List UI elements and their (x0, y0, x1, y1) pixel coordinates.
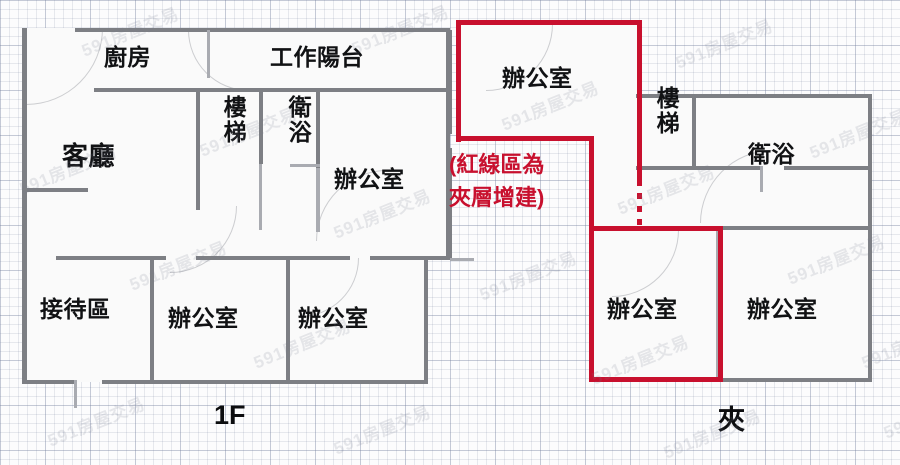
room-label-bathroom-1f: 衛浴 (285, 95, 312, 145)
room-label-reception: 接待區 (40, 296, 111, 322)
wall-1f-stair-left (196, 90, 200, 210)
wall-mz-left-upper (448, 30, 452, 134)
red-zone-annotation-line1: (紅線區為 (449, 152, 545, 177)
wall-1f-bath-lower-left (259, 164, 262, 230)
wall-mz-outer-right-lower (868, 230, 872, 382)
redline-lower-top (589, 226, 723, 231)
floor-name-mezzanine: 夾 (718, 405, 745, 435)
red-zone-annotation-line2: 夾層增建) (449, 185, 545, 211)
wall-1f-kitchen-divider (207, 30, 210, 78)
redline-lower-bottom (589, 377, 723, 382)
room-label-stairs-1f: 樓梯 (220, 95, 247, 145)
wall-mz-left-lower (448, 148, 452, 260)
wall-1f-living-stub (24, 188, 88, 192)
redline-left-upper (456, 20, 461, 142)
room-label-living-room: 客廳 (62, 141, 116, 171)
redline-right-upper (637, 20, 642, 180)
redline-left-middle (589, 136, 594, 230)
wall-1f-bath-right (316, 90, 320, 168)
wall-1f-stair-bath-divider (259, 90, 263, 164)
room-label-kitchen: 廚房 (104, 44, 151, 70)
watermark: 591房屋交易 (330, 402, 434, 459)
redline-lower-left (589, 226, 594, 382)
wall-1f-bottom-right (102, 380, 428, 384)
watermark: 591房屋交易 (672, 16, 776, 73)
wall-1f-right-upper (446, 30, 450, 260)
wall-1f-bottom-left (22, 380, 74, 384)
room-label-office-mz-top: 辦公室 (502, 65, 573, 91)
room-label-work-balcony: 工作陽台 (270, 44, 364, 70)
wall-mz-stair-top (636, 94, 732, 98)
wall-1f-kitchen-bottom (94, 88, 450, 92)
wall-mz-bath-bottom-right (784, 166, 872, 170)
wall-1f-lower-divider-2 (286, 258, 290, 382)
room-label-office-mz-right: 辦公室 (747, 296, 818, 322)
wall-mz-lower-divider (716, 230, 719, 380)
fill-1f-lower (24, 258, 428, 382)
wall-mz-bath-top (696, 94, 872, 98)
wall-1f-bath-right-lower (316, 168, 320, 232)
room-label-stairs-mz: 樓梯 (653, 86, 680, 136)
wall-1f-bath-bottom-stub (290, 164, 320, 167)
watermark: 591房屋交易 (476, 248, 580, 305)
wall-mz-mid-horizontal-right (716, 226, 872, 230)
room-label-bathroom-mz: 衛浴 (748, 141, 795, 167)
wall-mz-bath-bottom-left (636, 166, 760, 170)
room-label-office-b1: 辦公室 (168, 305, 239, 331)
wall-mz-outer-right-upper (868, 94, 872, 234)
room-label-office-mid: 辦公室 (334, 166, 405, 192)
wall-1f-lower-divider-1 (150, 258, 154, 382)
wall-1f-mid-horizontal-left (56, 256, 166, 260)
room-label-office-b2: 辦公室 (298, 305, 369, 331)
wall-mz-bottom (592, 378, 872, 382)
wall-1f-outer-top (75, 28, 450, 32)
floor-name-1f: 1F (214, 400, 246, 430)
wall-1f-lower-right (424, 258, 428, 382)
redline-step-horizontal (456, 136, 594, 141)
wall-1f-outer-left (22, 28, 27, 384)
redline-lower-right (718, 226, 723, 382)
room-label-office-mz-left: 辦公室 (607, 296, 678, 322)
redline-dashed-segment (637, 180, 642, 228)
wall-mz-stair-right (692, 94, 696, 166)
wall-1f-bottom-door-jamb (74, 380, 77, 408)
wall-1f-mid-horizontal-right (370, 256, 450, 260)
red-zone-annotation: (紅線區為 夾層增建) (449, 148, 544, 215)
watermark: 591房屋交易 (880, 386, 900, 443)
watermark: 591房屋交易 (660, 406, 764, 463)
wall-1f-mid-horizontal-center (196, 256, 350, 260)
watermark: 591房屋交易 (44, 394, 148, 451)
wall-mz-left-stub (450, 258, 474, 261)
redline-top (456, 20, 642, 25)
wall-mz-bath-door-jamb (760, 166, 763, 192)
